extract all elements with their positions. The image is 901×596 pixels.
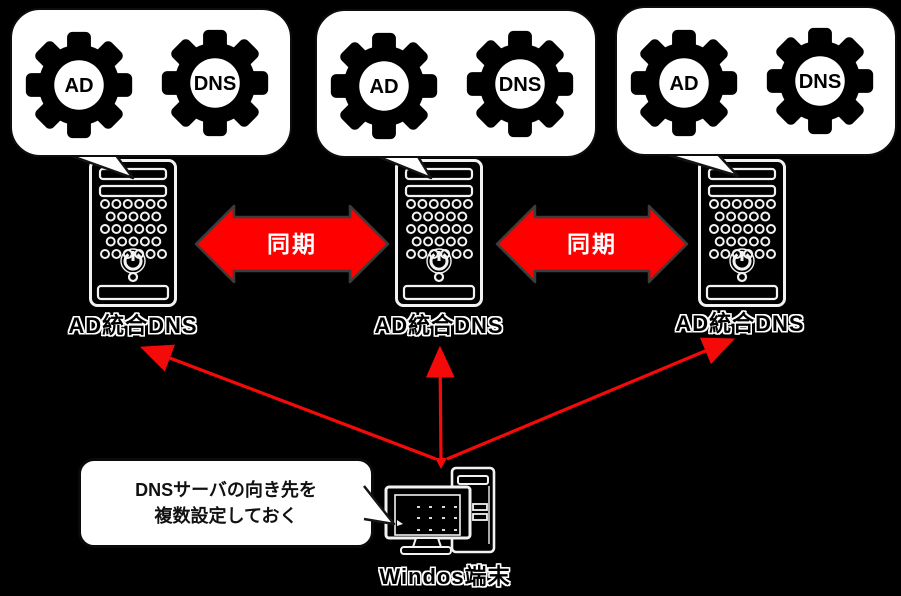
speech-bubble-3: AD DNS [615,6,897,156]
gear-ad-icon: AD [330,32,438,140]
gear-dns-icon: DNS [766,27,874,135]
gear-dns-icon: DNS [466,30,574,138]
client-to-dns-arrows [140,337,735,461]
speech-bubble-2: AD DNS [315,9,597,158]
cursor-icon [397,520,403,526]
gear-dns-label: DNS [194,73,237,95]
sync-arrow-1-label: 同期 [267,231,317,257]
gear-ad-icon: AD [25,31,133,139]
gear-ad-icon: AD [630,29,738,137]
sync-arrow-2 [495,204,689,284]
note-bubble: DNSサーバの向き先を 複数設定しておく [78,458,374,548]
gear-ad-label: AD [369,76,398,98]
gear-dns-label: DNS [499,74,542,96]
note-line-2: 複数設定しておく [154,506,298,526]
thin-arrow-left [140,344,437,461]
gear-dns-label: DNS [799,71,842,93]
sync-arrow-2-label: 同期 [567,231,617,257]
server-1-label: AD統合DNS [68,313,198,338]
bubble-1-tail [54,148,135,180]
gear-ad-label: AD [669,73,698,95]
server-3-label: AD統合DNS [675,311,805,336]
gear-ad-label: AD [64,75,93,97]
thin-arrow-right [446,337,735,461]
sync-arrows [194,204,689,284]
sync-arrow-1 [194,204,390,284]
speech-bubble-1: AD DNS [10,8,292,157]
client-label: Windos端末 [379,564,511,589]
note-line-1: DNSサーバの向き先を [135,480,317,500]
gear-dns-icon: DNS [161,29,269,137]
thin-arrow-middle [425,345,455,461]
client-computer-icon [384,466,496,555]
thin-arrow-down-head [435,458,447,469]
server-2-label: AD統合DNS [374,313,504,338]
